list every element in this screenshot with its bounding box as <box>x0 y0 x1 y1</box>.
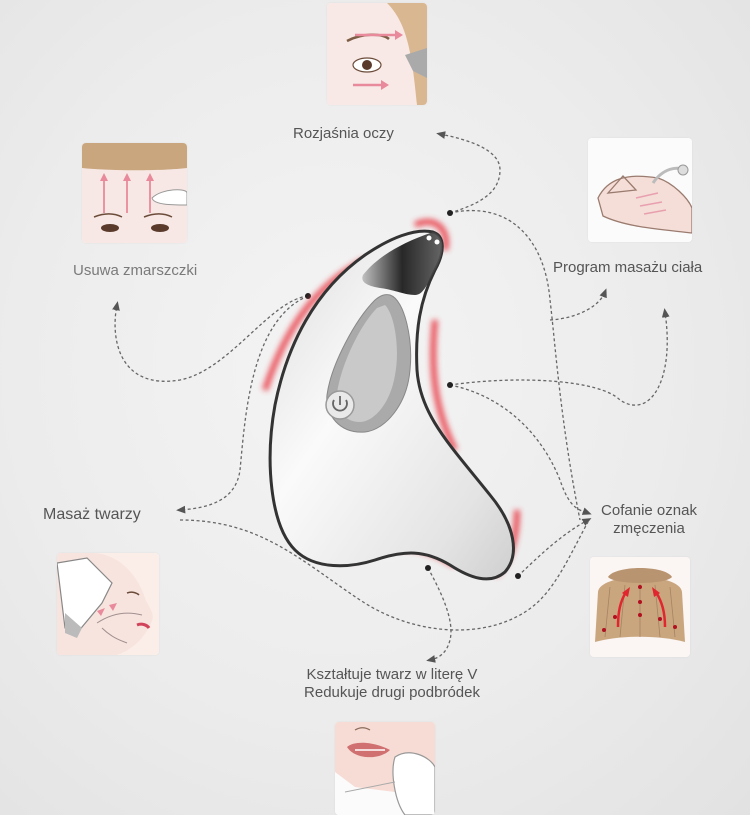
label-v-shape-line2: Redukuje drugi podbródek <box>304 684 480 701</box>
eye-massage-thumbnail <box>327 3 427 105</box>
label-wrinkles: Usuwa zmarszczki <box>73 262 198 279</box>
label-v-shape: Kształtuje twarz w literę V Redukuje dru… <box>277 666 507 702</box>
label-face-massage: Masaż twarzy <box>43 506 141 523</box>
eye-massage-illustration <box>327 3 427 105</box>
label-fatigue-line1: Cofanie oznak <box>601 502 697 519</box>
label-body-program: Program masażu ciała <box>553 259 703 276</box>
forehead-wrinkles-thumbnail <box>82 143 187 243</box>
massage-device <box>255 200 535 590</box>
hand-massage-illustration <box>588 138 692 242</box>
scalp-thumbnail <box>590 557 690 657</box>
label-fatigue-line2: zmęczenia <box>613 520 685 537</box>
scalp-illustration <box>590 557 690 657</box>
forehead-wrinkles-illustration <box>82 143 187 243</box>
face-contour-thumbnail <box>57 553 159 655</box>
label-v-shape-line1: Kształtuje twarz w literę V <box>306 666 478 683</box>
hand-body-thumbnail <box>588 138 692 242</box>
device-illustration <box>262 218 520 581</box>
power-button-icon <box>325 390 355 420</box>
face-contour-illustration <box>57 553 159 655</box>
label-eyes: Rozjaśnia oczy <box>293 125 394 142</box>
chin-jaw-thumbnail <box>335 722 435 815</box>
label-fatigue: Cofanie oznak zmęczenia <box>590 502 708 538</box>
chin-jaw-illustration <box>335 722 435 815</box>
